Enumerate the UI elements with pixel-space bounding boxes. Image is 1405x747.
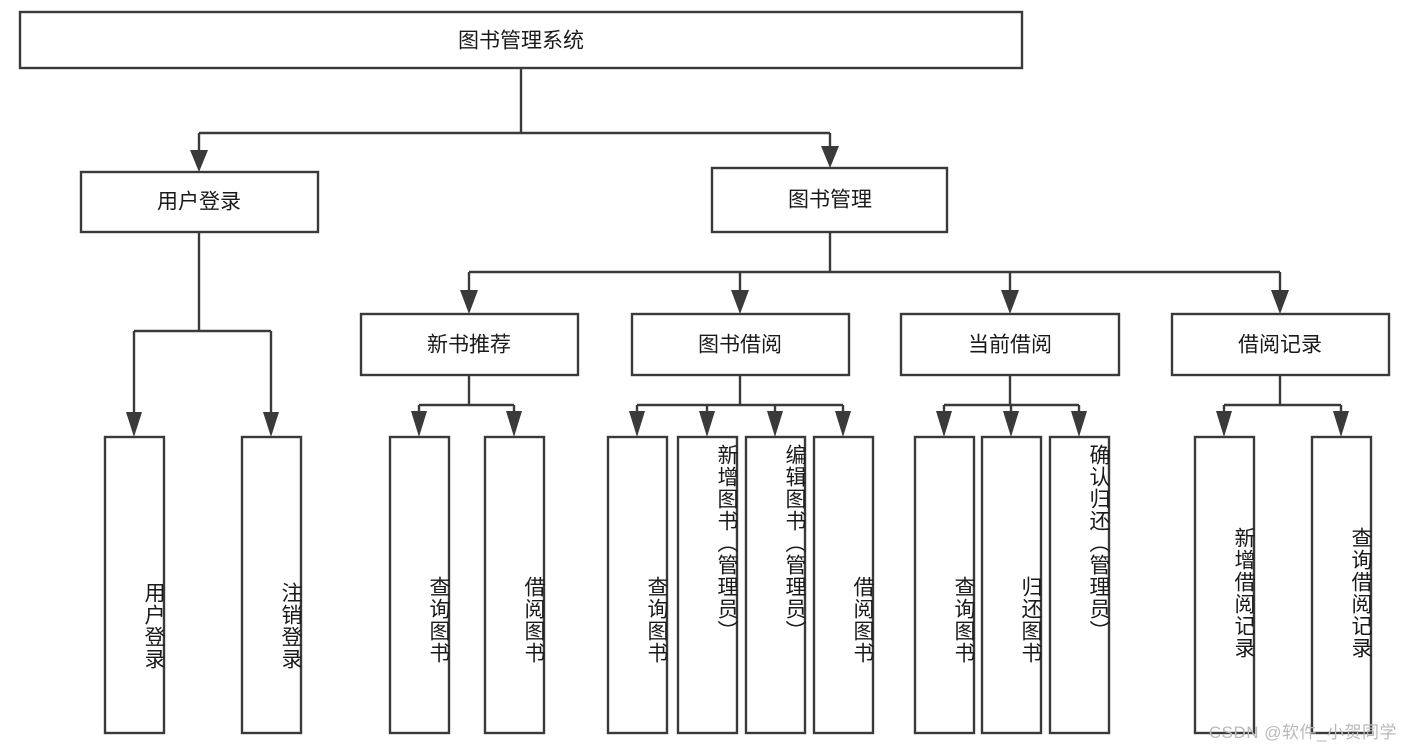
node-layer: 图书管理系统 用户登录 图书管理 新书推荐 图书借阅 当前借阅 借阅记录 — [18, 10, 1391, 735]
node-root-book-management-system[interactable] — [18, 10, 1024, 70]
arrowhead-bb-leaf-1 — [629, 411, 645, 437]
node-leaf-logout[interactable] — [240, 435, 303, 735]
node-borrow-record[interactable] — [1170, 312, 1391, 377]
arrowhead-leaf-user-login — [126, 412, 142, 437]
node-leaf-confirm-return-admin[interactable] — [1048, 435, 1111, 735]
arrowhead-cb-leaf-2 — [1003, 411, 1019, 437]
arrowhead-borrow-record — [1271, 290, 1289, 314]
node-leaf-add-book-admin[interactable] — [676, 435, 739, 735]
node-current-borrow[interactable] — [899, 312, 1121, 377]
node-user-login-label: 用户登录 — [157, 191, 241, 214]
arrowhead-cb-leaf-1 — [936, 411, 952, 437]
node-book-borrow-label: 图书借阅 — [698, 334, 782, 357]
arrowhead-br-leaf-2 — [1333, 411, 1349, 437]
connector-layer — [126, 68, 1349, 437]
node-leaf-query-borrow-record[interactable] — [1310, 435, 1373, 735]
node-leaf-query-book-nbr[interactable] — [388, 435, 451, 735]
arrowhead-nbr-leaf-1 — [411, 411, 427, 437]
arrowhead-current-borrow — [1001, 290, 1019, 314]
node-leaf-user-login[interactable] — [103, 435, 166, 735]
arrowhead-br-leaf-1 — [1216, 411, 1232, 437]
node-leaf-return-book[interactable] — [980, 435, 1043, 735]
arrowhead-cb-leaf-3 — [1071, 411, 1087, 437]
arrowhead-bb-leaf-4 — [835, 411, 851, 437]
watermark-text: CSDN @软件_小贺同学 — [1208, 723, 1397, 742]
node-leaf-query-book-cb[interactable] — [913, 435, 976, 735]
arrowhead-new-book-rec — [460, 290, 478, 314]
arrowhead-user-login — [190, 150, 208, 172]
arrowhead-bb-leaf-3 — [767, 411, 783, 437]
arrowhead-nbr-leaf-2 — [506, 411, 522, 437]
node-leaf-query-book-bb[interactable] — [606, 435, 669, 735]
node-leaf-edit-book-admin[interactable] — [744, 435, 807, 735]
node-user-login[interactable] — [79, 170, 320, 234]
arrowhead-bb-leaf-2 — [699, 411, 715, 437]
node-leaf-borrow-book-nbr[interactable] — [483, 435, 546, 735]
node-new-book-recommend-label: 新书推荐 — [427, 334, 511, 357]
node-book-management-label: 图书管理 — [788, 189, 872, 212]
arrowhead-book-mgmt — [821, 146, 839, 168]
node-leaf-borrow-book-bb[interactable] — [812, 435, 875, 735]
arrowhead-book-borrow — [731, 290, 749, 314]
node-book-management[interactable] — [710, 166, 949, 234]
node-leaf-add-borrow-record[interactable] — [1193, 435, 1256, 735]
arrowhead-leaf-logout — [263, 412, 279, 437]
node-borrow-record-label: 借阅记录 — [1238, 334, 1322, 357]
node-current-borrow-label: 当前借阅 — [968, 334, 1052, 357]
node-root-label: 图书管理系统 — [458, 30, 584, 53]
node-book-borrow[interactable] — [630, 312, 851, 377]
node-new-book-recommend[interactable] — [359, 312, 580, 377]
